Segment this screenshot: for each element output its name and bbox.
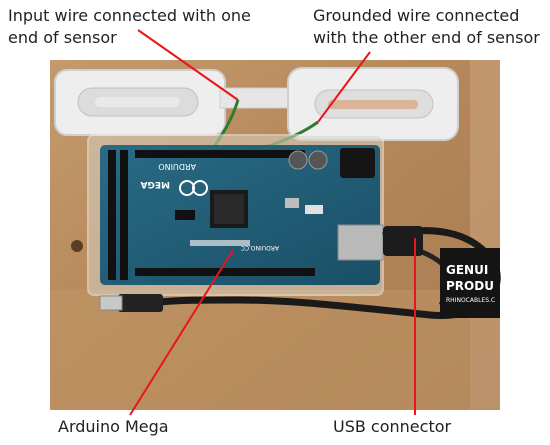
wood-panel-right [470, 60, 500, 410]
label-grounded-wire-line-2: with the other end of sensor [313, 28, 540, 47]
pointer-grounded-wire [317, 51, 371, 123]
label-input-wire-line-2: end of sensor [8, 28, 117, 47]
pointer-arduino [129, 249, 234, 416]
genuine-tag [440, 248, 500, 318]
label-input-wire: Input wire connected with one end of sen… [8, 5, 251, 49]
label-arduino-mega: Arduino Mega [58, 417, 169, 436]
tag-line-1: GENUI [446, 263, 488, 277]
board-model-text: MEGA [141, 179, 170, 189]
pointer-input-wire [137, 29, 239, 101]
sensor-right [287, 67, 459, 141]
sensor-left [54, 69, 226, 136]
wood-hole [71, 240, 83, 252]
arduino-board [100, 145, 384, 285]
usb-cable [99, 226, 501, 320]
tag-line-3: RHINOCABLES.C [446, 297, 495, 304]
label-grounded-wire-line-1: Grounded wire connected [313, 6, 520, 25]
label-grounded-wire: Grounded wire connected with the other e… [313, 5, 540, 49]
board-site-text: ARDUINO.CC [241, 244, 279, 251]
label-input-wire-line-1: Input wire connected with one [8, 6, 251, 25]
tag-line-2: PRODU [446, 279, 494, 293]
board-brand-text: ARDUINO [158, 162, 196, 171]
label-usb-connector: USB connector [333, 417, 452, 436]
